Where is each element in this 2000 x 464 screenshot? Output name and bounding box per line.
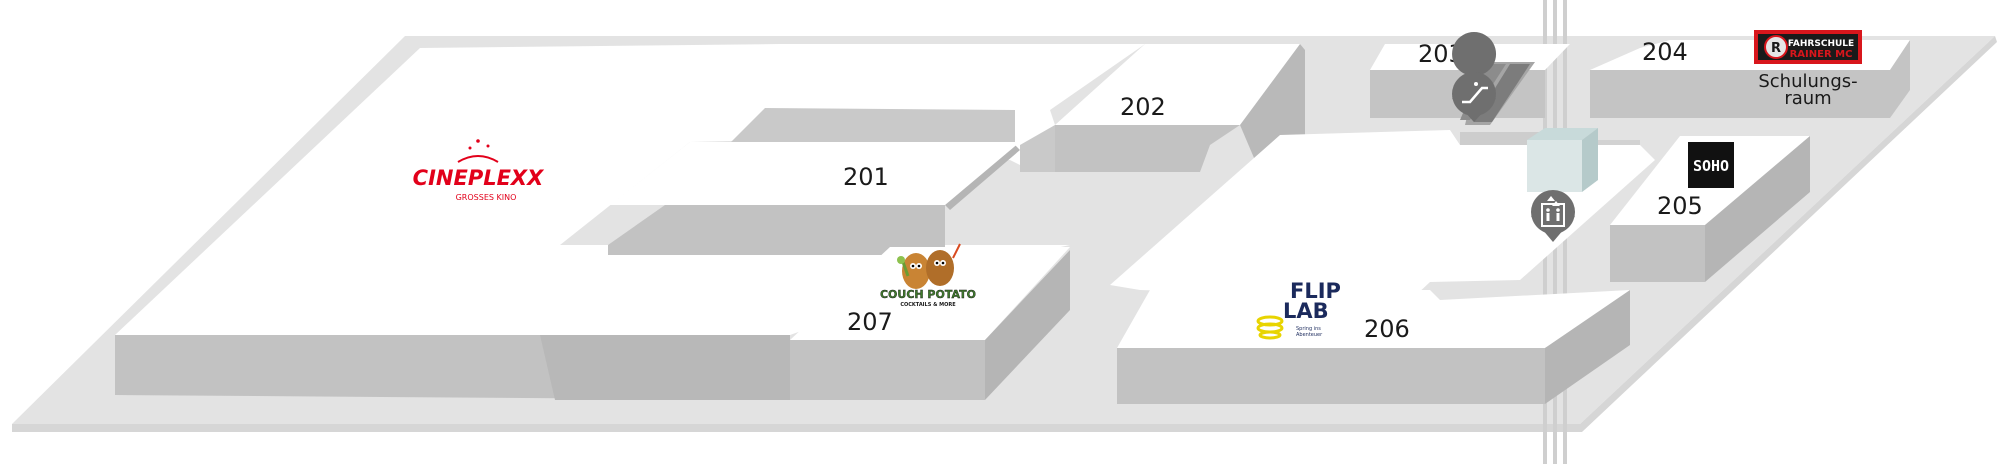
spring-coil-icon — [1256, 315, 1284, 340]
fahrschule-logo[interactable]: R FAHRSCHULE RAINER MC — [1754, 30, 1862, 64]
elevator-cab — [1527, 128, 1598, 192]
unit-206-label: 206 — [1364, 315, 1410, 343]
potato-mascot-icon — [897, 243, 961, 289]
flip-lab-tagline1: Spring ins — [1296, 326, 1321, 332]
unit-204-label: 204 — [1642, 38, 1688, 66]
soho-logo[interactable]: SOHO — [1688, 142, 1734, 188]
flip-lab-tagline2: Abenteuer — [1296, 332, 1323, 338]
unit-201[interactable] — [608, 108, 1020, 255]
unit-206[interactable] — [1117, 290, 1630, 404]
escalator-icon — [1462, 82, 1488, 104]
cineplexx-logo[interactable]: CINEPLEXX GROSSES KINO — [413, 139, 545, 202]
unit-202-label: 202 — [1120, 93, 1166, 121]
escalator-pin[interactable] — [1452, 32, 1497, 122]
soho-name: SOHO — [1693, 157, 1729, 175]
unit-205[interactable] — [1610, 136, 1810, 282]
unit-207[interactable] — [790, 247, 1070, 400]
elevator-pin[interactable] — [1531, 190, 1575, 242]
schulungsraum-line2: raum — [1784, 88, 1831, 109]
cineplexx-name: CINEPLEXX — [413, 166, 545, 190]
unit-205-label: 205 — [1657, 192, 1703, 220]
couch-potato-name: COUCH POTATO — [880, 288, 976, 301]
cineplexx-tagline: GROSSES KINO — [456, 193, 517, 202]
flip-lab-line2: LAB — [1283, 299, 1329, 323]
fahrschule-line2: RAINER MC — [1790, 49, 1853, 60]
flip-lab-line1: FLIP — [1290, 279, 1341, 303]
cineplexx-stars-icon — [457, 139, 499, 163]
flip-lab-logo[interactable]: FLIP LAB Spring ins Abenteuer — [1256, 279, 1341, 340]
couch-potato-tagline: COCKTAILS & MORE — [900, 302, 956, 308]
couch-potato-logo[interactable]: COUCH POTATO COCKTAILS & MORE — [880, 243, 976, 308]
schulungsraum-line1: Schulungs- — [1758, 71, 1857, 92]
elevator-icon — [1541, 196, 1565, 227]
fahrschule-r-icon: R — [1771, 41, 1781, 56]
unit-207-label: 207 — [847, 308, 893, 336]
fahrschule-line1: FAHRSCHULE — [1788, 39, 1854, 49]
unit-201-label: 201 — [843, 163, 889, 191]
